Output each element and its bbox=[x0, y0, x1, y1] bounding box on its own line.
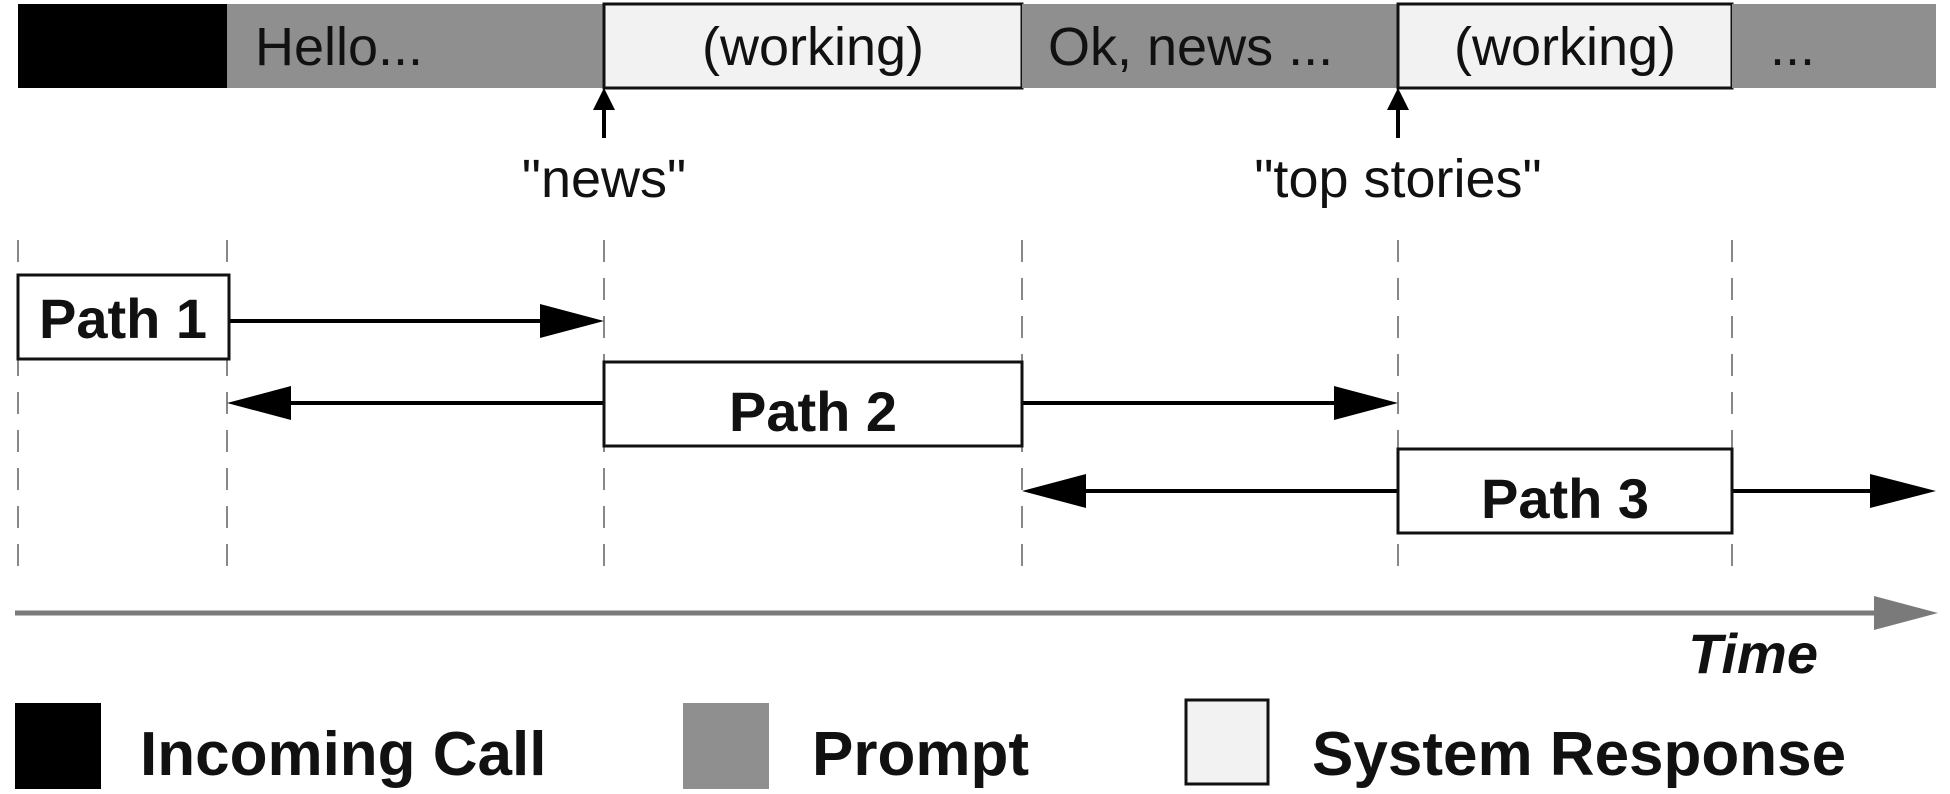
path-2-label: Path 2 bbox=[729, 380, 897, 443]
path-1-box bbox=[16, 273, 231, 361]
legend-label-incoming-call: Incoming Call bbox=[140, 720, 546, 789]
path-3-forward-arrowhead bbox=[1870, 474, 1936, 508]
time-axis-arrowhead bbox=[1874, 596, 1938, 630]
path-2: Path 2 bbox=[227, 360, 1398, 448]
conversation-bar: Hello... (working) Ok, news ... (working… bbox=[18, 2, 1936, 90]
path-3: Path 3 bbox=[1022, 447, 1936, 535]
path-1: Path 1 bbox=[16, 273, 604, 361]
event-top-stories: "top stories" bbox=[1254, 88, 1542, 209]
time-axis-label: Time bbox=[1688, 622, 1818, 685]
time-axis: Time bbox=[15, 596, 1938, 685]
path-3-back-arrowhead bbox=[1022, 474, 1086, 508]
segment-prompt-ellipsis bbox=[1732, 4, 1936, 88]
event-top-stories-arrowhead bbox=[1387, 88, 1409, 110]
path-3-label: Path 3 bbox=[1481, 467, 1649, 530]
segment-prompt-news-text: Ok, news ... bbox=[1048, 17, 1333, 77]
segment-prompt-ellipsis-text: ... bbox=[1770, 17, 1815, 77]
segment-prompt-news bbox=[1022, 4, 1398, 88]
path-1-forward-arrowhead bbox=[540, 304, 604, 338]
legend-swatch-incoming-call bbox=[15, 703, 101, 789]
path-2-back-arrowhead bbox=[227, 386, 291, 420]
segment-working-2-text: (working) bbox=[1454, 17, 1676, 77]
event-news-label: "news" bbox=[522, 149, 686, 209]
legend-swatch-system-response bbox=[1184, 698, 1270, 786]
path-3-box bbox=[1396, 447, 1734, 535]
path-1-label: Path 1 bbox=[39, 287, 207, 350]
segment-prompt-hello-text: Hello... bbox=[255, 17, 423, 77]
legend: Incoming Call Prompt System Response bbox=[15, 698, 1846, 789]
legend-label-system-response: System Response bbox=[1312, 720, 1846, 789]
segment-working-1 bbox=[602, 2, 1024, 90]
segment-prompt-hello bbox=[227, 4, 604, 88]
path-2-box bbox=[602, 360, 1024, 448]
event-news: "news" bbox=[522, 88, 686, 209]
legend-swatch-prompt bbox=[683, 703, 769, 789]
path-2-forward-arrowhead bbox=[1334, 386, 1398, 420]
segment-working-1-text: (working) bbox=[702, 17, 924, 77]
legend-label-prompt: Prompt bbox=[812, 720, 1029, 789]
segment-incoming-call bbox=[18, 4, 227, 88]
event-news-arrowhead bbox=[593, 88, 615, 110]
event-top-stories-label: "top stories" bbox=[1254, 149, 1541, 209]
